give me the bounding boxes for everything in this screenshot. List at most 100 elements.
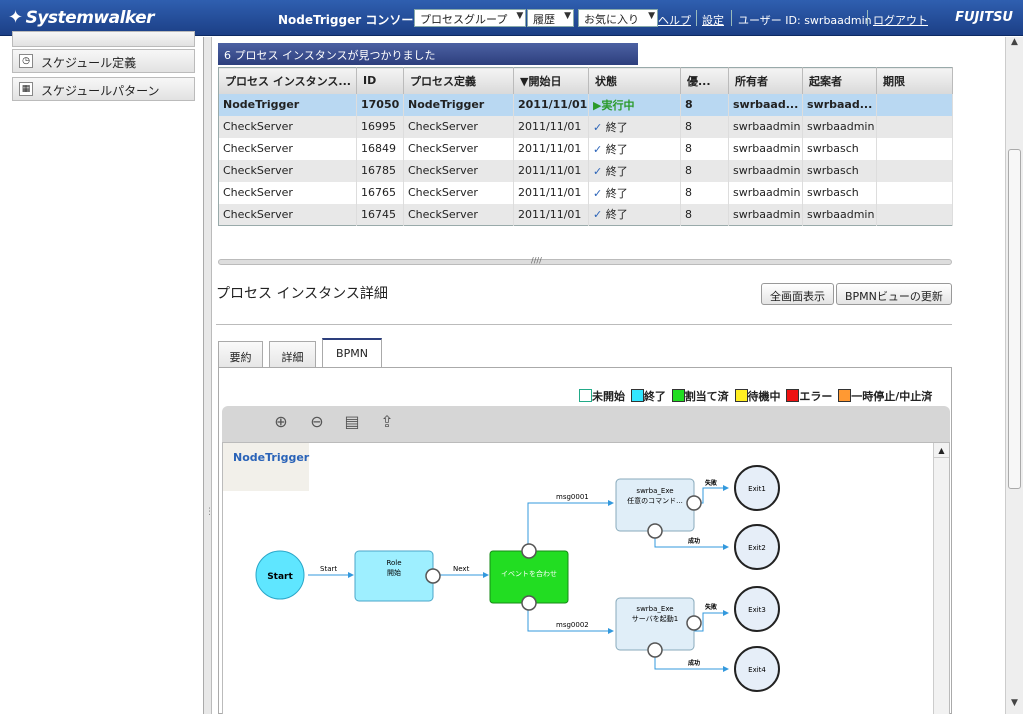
export-icon[interactable]: ⇪	[380, 412, 394, 431]
help-link[interactable]: ヘルプ	[658, 14, 691, 27]
legend-swatch	[734, 389, 748, 402]
start-event[interactable]	[255, 550, 305, 600]
sidebar-item-partial[interactable]	[12, 31, 195, 47]
panel-splitter[interactable]: ⋮	[204, 37, 214, 714]
table-row[interactable]: CheckServer 16785 CheckServer 2011/11/01…	[218, 159, 953, 182]
fullscreen-button[interactable]: 全画面表示	[761, 283, 834, 305]
systemwalker-logo: ✦Systemwalker	[8, 7, 155, 28]
svg-text:Exit4: Exit4	[748, 666, 766, 674]
table-row[interactable]: NodeTrigger 17050 NodeTrigger 2011/11/01…	[218, 93, 953, 116]
fujitsu-logo: FUJITSU	[955, 10, 1013, 25]
edge-label: 失敗	[705, 603, 718, 611]
column-header-status[interactable]: 状態	[588, 67, 681, 94]
scroll-up-icon[interactable]: ▲	[934, 443, 949, 458]
process-group-menu[interactable]: プロセスグループ▼	[414, 9, 527, 27]
status-legend: 未開始 終了 割当て済 待機中 エラー 一時停止/中止済	[577, 388, 932, 404]
column-header-owner[interactable]: 所有者	[728, 67, 803, 94]
logout-link[interactable]: ログアウト	[873, 14, 928, 27]
svg-text:swrba_Exe: swrba_Exe	[636, 487, 673, 495]
scroll-down-icon[interactable]: ▼	[1011, 698, 1018, 708]
column-header-definition[interactable]: プロセス定義	[403, 67, 514, 94]
grip-icon: ⋮	[205, 507, 214, 517]
sidebar-item-schedule-definition[interactable]: ◷ スケジュール定義	[12, 49, 195, 73]
edge-label: Start	[320, 565, 337, 573]
bpmn-canvas[interactable]: NodeTrigger	[222, 442, 950, 714]
column-header-id[interactable]: ID	[356, 67, 404, 94]
scroll-up-icon[interactable]: ▲	[1011, 37, 1018, 47]
header-divider	[696, 10, 697, 26]
column-header-priority[interactable]: 優...	[680, 67, 729, 94]
table-row[interactable]: CheckServer 16765 CheckServer 2011/11/01…	[218, 181, 953, 204]
legend-swatch	[786, 389, 800, 402]
canvas-scrollbar[interactable]: ▲	[933, 443, 949, 714]
play-icon: ▶	[593, 98, 602, 112]
exit1-event[interactable]	[734, 465, 780, 511]
legend-swatch	[630, 389, 644, 402]
user-id-label: ユーザー ID: swrbaadmin	[738, 14, 872, 27]
section-divider	[216, 324, 952, 325]
column-header-initiator[interactable]: 起案者	[802, 67, 877, 94]
zoom-in-icon[interactable]: ⊕	[274, 412, 288, 431]
sidebar-item-label: スケジュール定義	[41, 56, 137, 70]
svg-text:Role: Role	[386, 559, 401, 567]
refresh-bpmn-button[interactable]: BPMNビューの更新	[836, 283, 952, 305]
chevron-down-icon: ▼	[516, 11, 524, 21]
column-header-start-date[interactable]: ▼開始日	[513, 67, 589, 94]
settings-link[interactable]: 設定	[702, 14, 724, 27]
diagram-title: NodeTrigger	[223, 443, 309, 491]
legend-swatch	[671, 389, 685, 402]
grip-icon: ////	[531, 256, 542, 265]
bpmn-diagram: Start Role 開始 イベントを合わせ swrba_Exe 任意のコマンド…	[255, 465, 780, 692]
svg-text:任意のコマンド...: 任意のコマンド...	[627, 496, 683, 505]
start-label: Start	[267, 572, 293, 582]
table-row[interactable]: CheckServer 16849 CheckServer 2011/11/01…	[218, 137, 953, 160]
edge-label: 失敗	[705, 479, 718, 487]
table-row[interactable]: CheckServer 16995 CheckServer 2011/11/01…	[218, 115, 953, 138]
table-row[interactable]: CheckServer 16745 CheckServer 2011/11/01…	[218, 203, 953, 226]
sidebar-item-schedule-pattern[interactable]: ▦ スケジュールパターン	[12, 77, 195, 101]
svg-text:Exit2: Exit2	[748, 544, 766, 552]
zoom-out-icon[interactable]: ⊖	[310, 412, 324, 431]
bpmn-panel: 未開始 終了 割当て済 待機中 エラー 一時停止/中止済 ⊕ ⊖ ▤ ⇪ Nod…	[218, 367, 952, 714]
document-icon[interactable]: ▤	[344, 412, 360, 431]
tab-bpmn[interactable]: BPMN	[322, 338, 382, 367]
boundary-event	[521, 595, 537, 611]
column-header-due[interactable]: 期限	[876, 67, 953, 94]
chevron-down-icon: ▼	[648, 11, 655, 21]
boundary-event	[647, 642, 663, 658]
svg-text:イベントを合わせ: イベントを合わせ	[501, 569, 557, 578]
tab-summary[interactable]: 要約	[218, 341, 263, 367]
sidebar-item-label: スケジュールパターン	[41, 84, 160, 98]
check-icon: ✓	[593, 120, 603, 134]
check-icon: ✓	[593, 142, 603, 156]
calendar-icon: ▦	[19, 82, 33, 96]
svg-text:サーバを起動1: サーバを起動1	[632, 614, 678, 623]
column-header-instance[interactable]: プロセス インスタンス...	[218, 67, 357, 94]
boundary-event	[647, 523, 663, 539]
process-instance-table: プロセス インスタンス... ID プロセス定義 ▼開始日 状態 優... 所有…	[218, 67, 953, 226]
exit4-event[interactable]	[734, 646, 780, 692]
legend-swatch	[579, 389, 592, 402]
scroll-thumb[interactable]	[1008, 149, 1021, 489]
bpmn-edges	[308, 485, 729, 672]
console-title: NodeTrigger コンソール	[278, 13, 426, 27]
boundary-event	[686, 615, 702, 631]
tab-details[interactable]: 詳細	[269, 341, 316, 367]
app-header: ✦Systemwalker NodeTrigger コンソール プロセスグループ…	[0, 0, 1023, 36]
exit3-event[interactable]	[734, 586, 780, 632]
check-icon: ✓	[593, 186, 603, 200]
chevron-down-icon: ▼	[564, 11, 571, 21]
result-count-bar: 6 プロセス インスタンスが見つかりました	[218, 43, 638, 65]
page-scrollbar[interactable]: ▲ ▼	[1005, 37, 1023, 714]
check-icon: ✓	[593, 208, 603, 222]
grid-resize-handle[interactable]: ////	[218, 256, 952, 265]
favorites-menu[interactable]: お気に入り▼	[578, 9, 658, 27]
exit2-event[interactable]	[734, 524, 780, 570]
bpmn-toolbar: ⊕ ⊖ ▤ ⇪	[222, 406, 950, 442]
check-icon: ✓	[593, 164, 603, 178]
svg-text:開始: 開始	[387, 568, 401, 577]
edge-label: msg0002	[556, 621, 589, 629]
history-menu[interactable]: 履歴▼	[527, 9, 574, 27]
clock-icon: ◷	[19, 54, 33, 68]
boundary-event	[521, 543, 537, 559]
